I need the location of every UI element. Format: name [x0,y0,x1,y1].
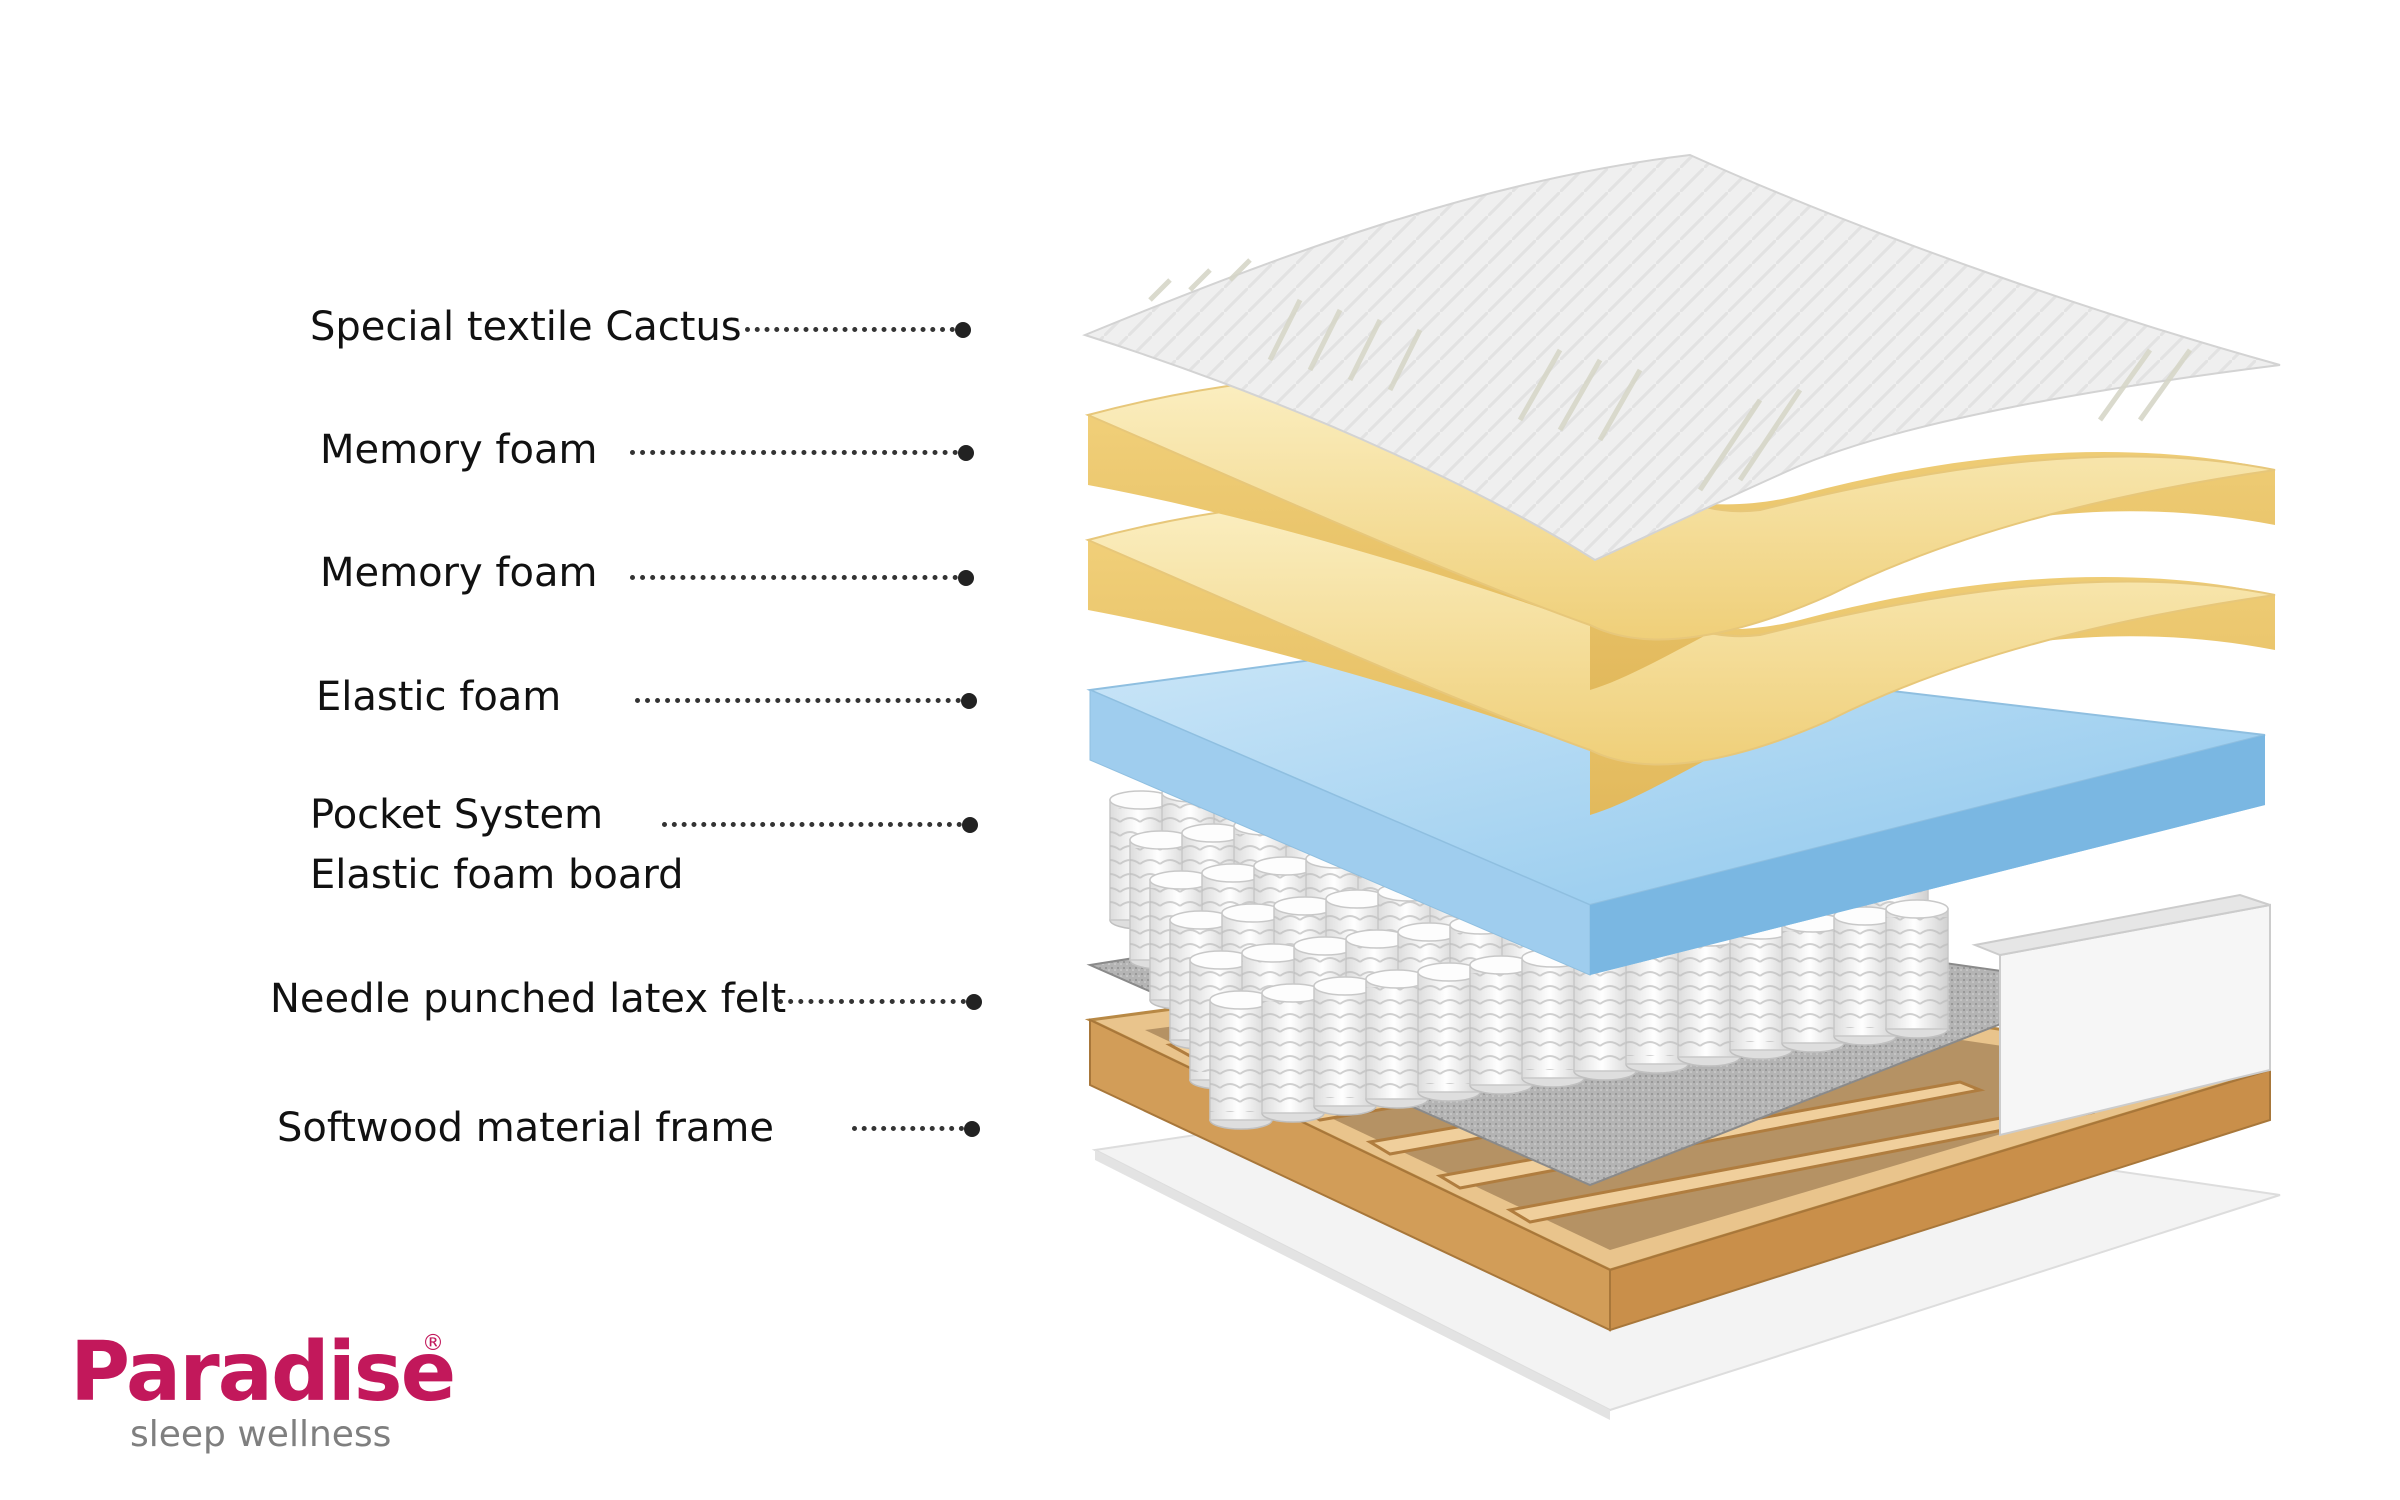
leader-dot-textile [955,322,971,338]
layer-label-memory-foam-1: Memory foam [320,427,598,473]
leader-dot-pocket-system [962,817,978,833]
leader-dot-memory-foam-1 [958,445,974,461]
layer-label-latex-felt: Needle punched latex felt [270,976,787,1022]
cactus-textile-cover [1082,153,2281,562]
leader-line-softwood-frame [852,1126,964,1131]
brand-tagline: sleep wellness [130,1414,392,1455]
layer-label-softwood-frame: Softwood material frame [277,1105,774,1151]
elastic-foam-board [1971,893,2271,1137]
brand-logo: Paradise ® sleep wellness [70,1325,456,1455]
layer-label-elastic-foam: Elastic foam [316,674,562,720]
leader-line-elastic-foam [635,698,961,703]
layer-label-elastic-foam-board: Elastic foam board [310,852,684,898]
leader-line-textile [745,327,955,332]
leader-line-pocket-system [662,822,962,827]
leader-line-latex-felt [778,999,966,1004]
registered-mark: ® [422,1331,444,1356]
leader-dot-elastic-foam [961,693,977,709]
pocket-spring [1885,899,1949,1039]
layer-label-textile: Special textile Cactus [310,304,742,350]
layer-label-memory-foam-2: Memory foam [320,550,598,596]
leader-dot-softwood-frame [964,1121,980,1137]
leader-line-memory-foam-2 [630,575,958,580]
leader-dot-memory-foam-2 [958,570,974,586]
layer-label-pocket-system: Pocket System [310,792,604,838]
leader-dot-latex-felt [966,994,982,1010]
brand-name: Paradise [70,1325,456,1420]
leader-line-memory-foam-1 [630,450,958,455]
